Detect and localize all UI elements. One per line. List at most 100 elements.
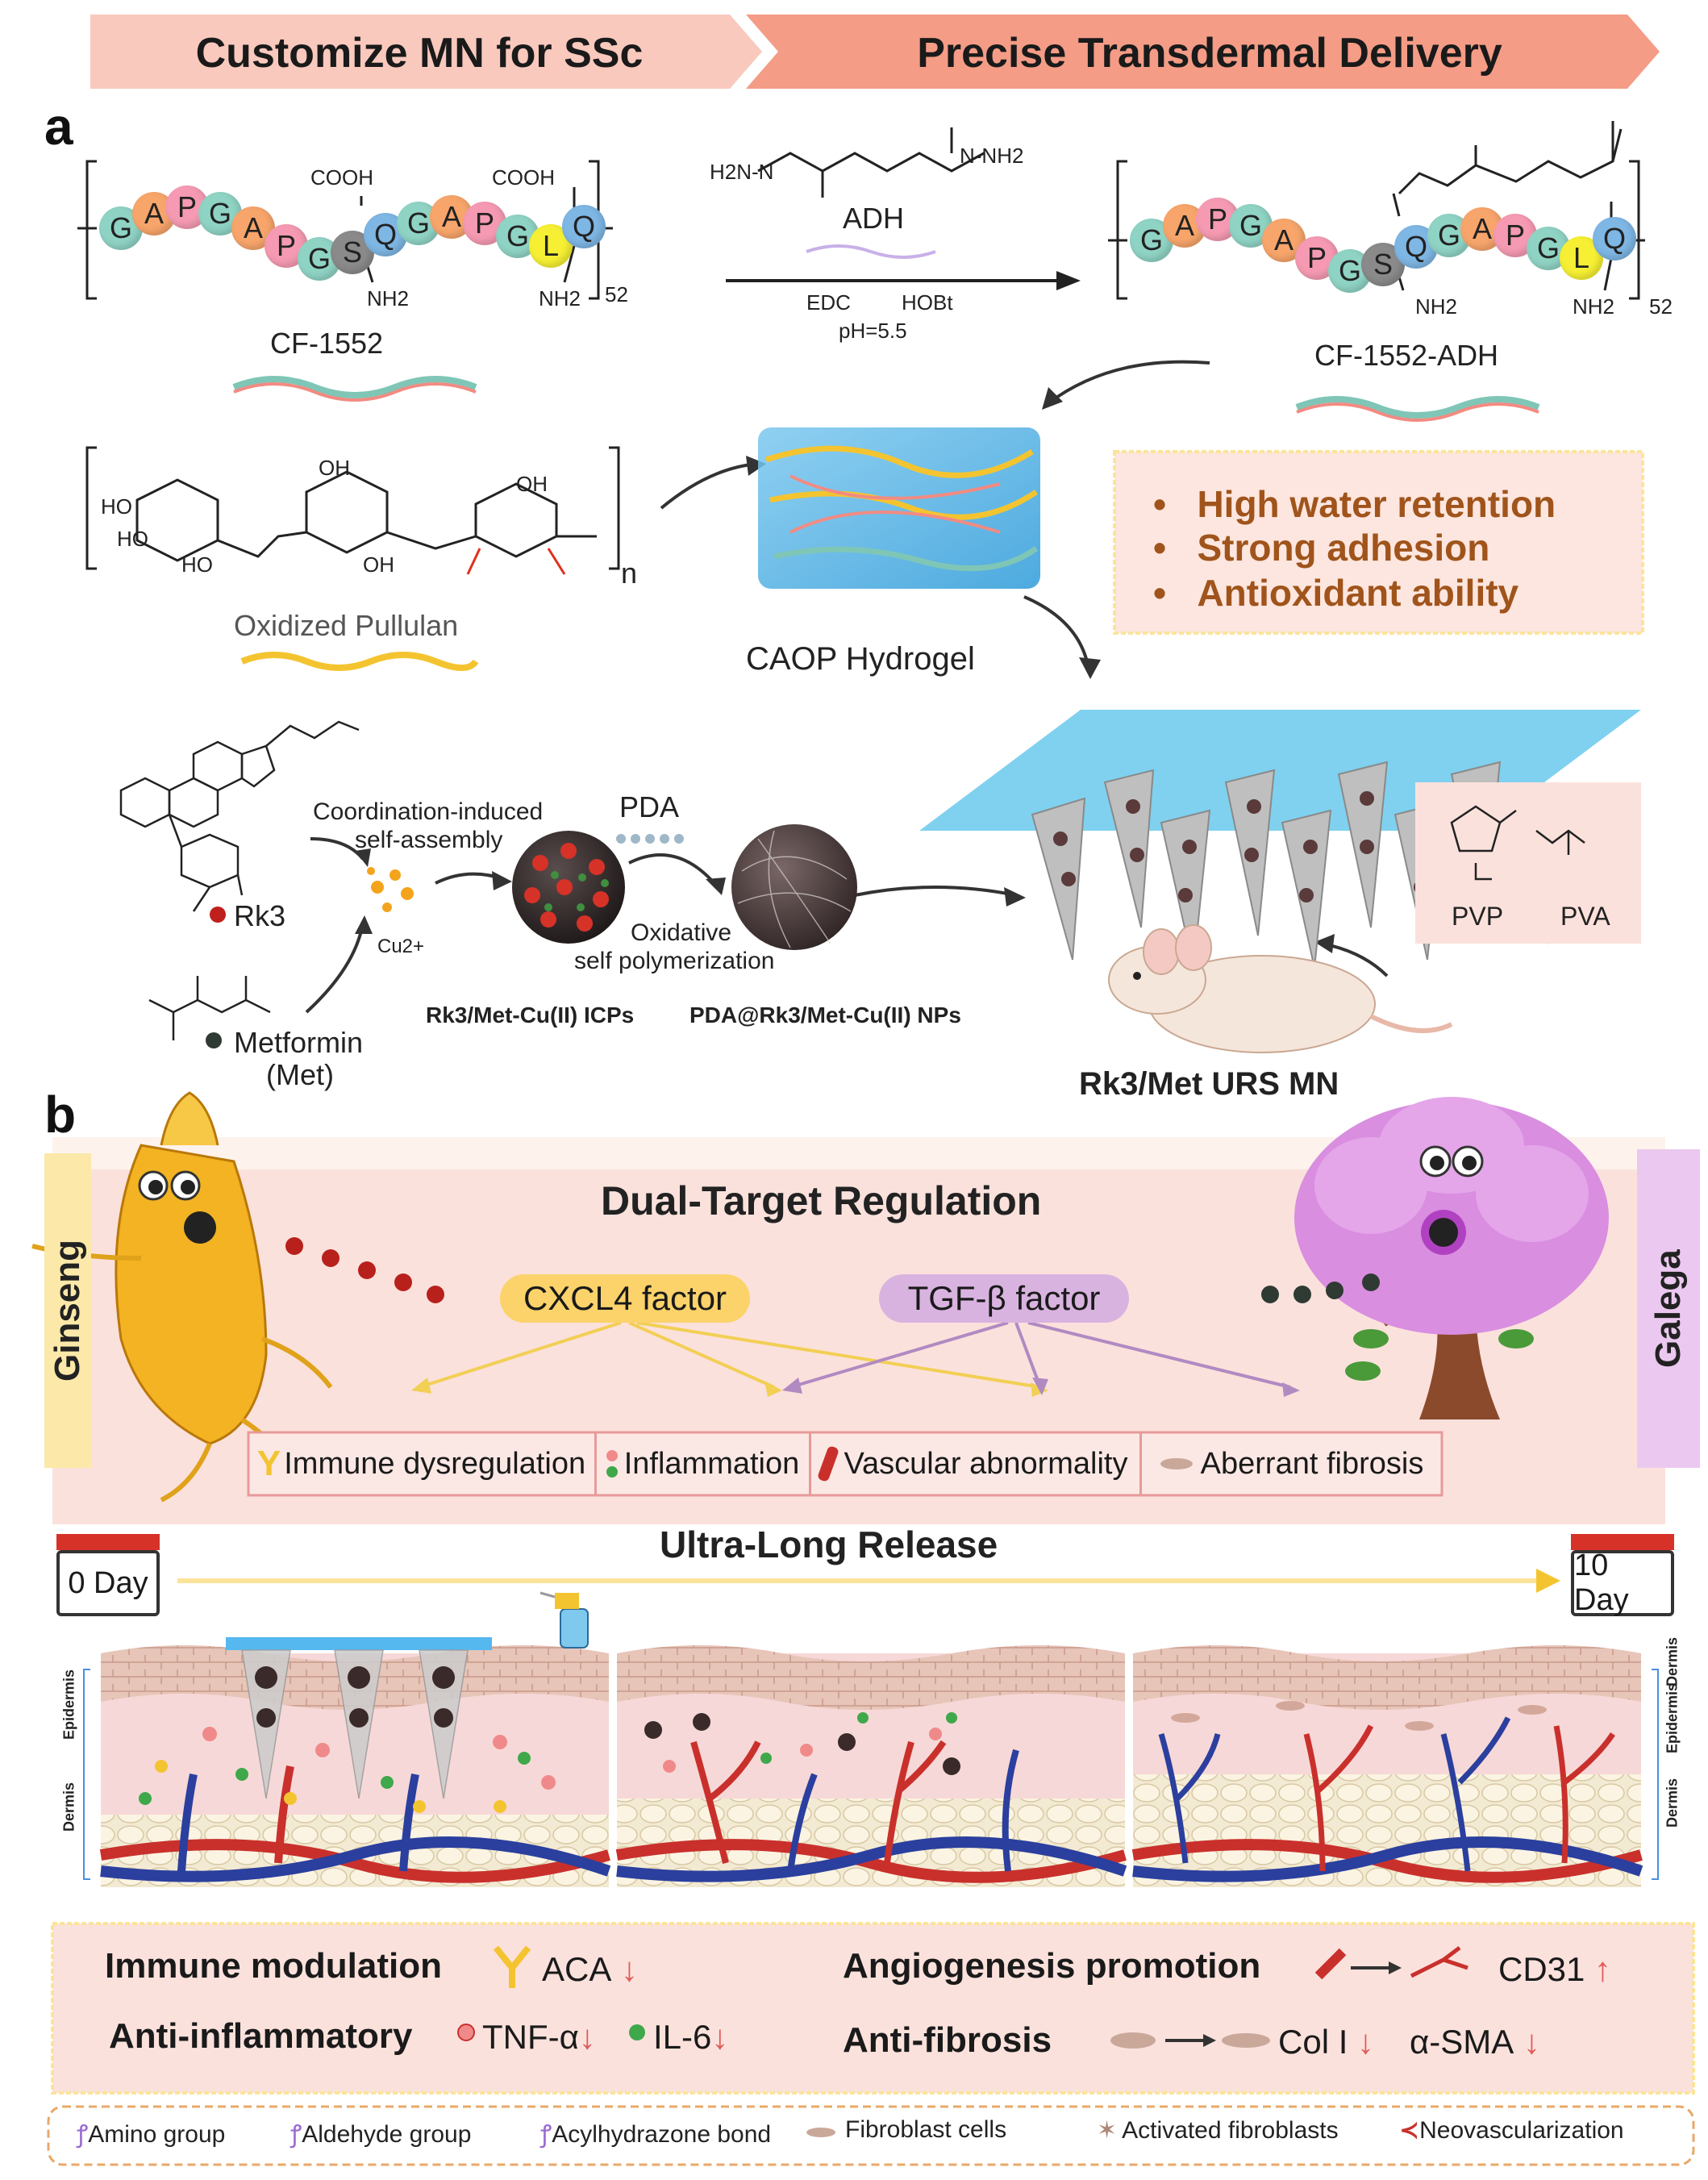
activated-fibroblast-icon: ✶ [1097,2117,1118,2144]
hobt-label: HOBt [902,290,953,315]
epidermis-label-right: Epidermis [1664,1682,1681,1753]
metformin-label: Metformin [234,1026,364,1059]
effect-anti-fibrosis: Anti-fibrosis [843,2020,1052,2060]
day-0-calendar: 0 Day [56,1550,160,1616]
galega-tab: Galega [1637,1149,1700,1468]
dermis-label-left: Dermis [60,1782,77,1832]
pda-label: PDA [619,790,680,823]
peptide-bead-g: G [1427,214,1471,257]
pvp-label: PVP [1452,902,1504,931]
aldehyde-group-icon: ꝭ [290,2121,302,2148]
dermis-label-right: Dermis [1664,1778,1681,1828]
properties-box [1113,450,1644,635]
ginseng-tab: Ginseng [44,1153,91,1468]
effect-tnf: TNF-α↓ [482,2018,596,2056]
down-arrow-icon: ↓ [711,2018,729,2056]
fibroblast-cell-icon [806,2128,835,2137]
cooh-label-2: COOH [492,165,555,190]
repeat-label-left: 52 [605,282,628,306]
ho-label-1: HO [101,494,132,519]
ph-label: pH=5.5 [839,319,907,343]
edc-label: EDC [806,290,851,315]
cu-label: Cu2+ [377,936,425,957]
skin-panel-2 [615,1645,1127,1887]
effect-asma: α-SMA ↓ [1410,2023,1540,2061]
peptide-bead-g: G [1229,204,1273,248]
cxcl4-factor: CXCL4 factor [500,1274,750,1323]
oh-label-1: OH [319,456,350,480]
down-arrow-icon: ↓ [578,2018,596,2056]
up-arrow-icon: ↑ [1585,1950,1612,1988]
cytokine-icon [606,1450,619,1478]
effect-cd31: CD31 ↑ [1498,1950,1612,1988]
np-sphere [731,824,857,950]
legend-acylhydrazone-bond: ꝭAcylhydrazone bond [540,2121,772,2148]
metformin-dot [206,1032,222,1048]
peptide-bead-l: L [1560,236,1603,280]
coordination-label: Coordination-induced [313,798,544,825]
icps-label: Rk3/Met-Cu(II) ICPs [426,1002,635,1027]
rk3-dot [210,907,226,923]
skin-panel-3 [1131,1645,1643,1887]
spray-bottle [539,1591,589,1649]
fibroblast-icon [1160,1458,1193,1469]
rk3-label: Rk3 [234,899,286,932]
hydrogel-label: CAOP Hydrogel [746,641,975,677]
cf1552-label: CF-1552 [270,327,384,360]
antibody-icon: Y [256,1444,281,1483]
nps-label: PDA@Rk3/Met-Cu(II) NPs [689,1002,961,1027]
effect-il6: IL-6↓ [653,2018,729,2056]
release-title: Ultra-Long Release [660,1523,998,1565]
effects-box [51,1922,1695,2095]
pva-label: PVA [1560,902,1610,931]
polymer-box [1415,782,1641,944]
effect-aca: ACA ↓ [542,1950,639,1988]
adh-left-group: H2N-N [710,160,774,184]
panel-b-letter: b [44,1086,77,1144]
pullulan-n: n [621,556,638,590]
adh-right-group: N-NH2 [960,144,1024,168]
adh-label: ADH [843,202,905,235]
target-inflammation: Inflammation [597,1432,811,1495]
mouse-illustration [1108,924,1453,1053]
skin-panel-1 [99,1637,611,1887]
property-antioxidant: • Antioxidant ability [1153,572,1519,614]
met-label: (Met) [266,1058,334,1091]
ho-label-3: HO [181,552,213,577]
vessel-icon [817,1444,840,1483]
epidermis-label-left: Epidermis [60,1669,77,1740]
property-water-retention: • High water retention [1153,483,1556,525]
amino-group-icon: ꝭ [77,2121,89,2148]
banner-right-arrow [746,15,1660,89]
ginseng-illustration [31,1091,333,1503]
calendar-top-right [1571,1534,1674,1550]
ho-label-2: HO [117,527,148,551]
banner-right-label: Precise Transdermal Delivery [917,30,1502,77]
effect-col: Col I ↓ [1278,2023,1375,2061]
down-arrow-icon: ↓ [1348,2023,1375,2061]
legend-neovascularization: ≺Neovascularization [1399,2117,1624,2144]
nh2-label-4: NH2 [1573,294,1615,319]
self-assembly-label: self-assembly [355,827,503,853]
legend-box [47,2105,1695,2166]
repeat-label-right: 52 [1649,294,1673,319]
peptide-bead-q: Q [1593,217,1636,261]
day-10-calendar: 10 Day [1571,1549,1674,1617]
nh2-label-2: NH2 [539,286,581,311]
effect-anti-inflammatory: Anti-inflammatory [109,2016,413,2056]
oh-label-3: OH [363,552,394,577]
nh2-label-3: NH2 [1415,294,1458,319]
banner-left-label: Customize MN for SSc [195,30,644,77]
pullulan-label: Oxidized Pullulan [234,609,459,642]
down-arrow-icon: ↓ [611,1950,639,1988]
targets-box [247,1431,1443,1497]
oh-label-2: OH [516,472,548,496]
down-arrow-icon: ↓ [1514,2023,1540,2061]
panel-a-letter: a [44,98,73,156]
calendar-top-left [56,1534,160,1550]
peptide-bead-q: Q [562,205,606,248]
effect-immune-modulation: Immune modulation [105,1946,442,1986]
self-polymerization-label: self polymerization [574,948,775,974]
urs-mn-label: Rk3/Met URS MN [1079,1066,1339,1102]
effect-angiogenesis: Angiogenesis promotion [843,1946,1261,1986]
